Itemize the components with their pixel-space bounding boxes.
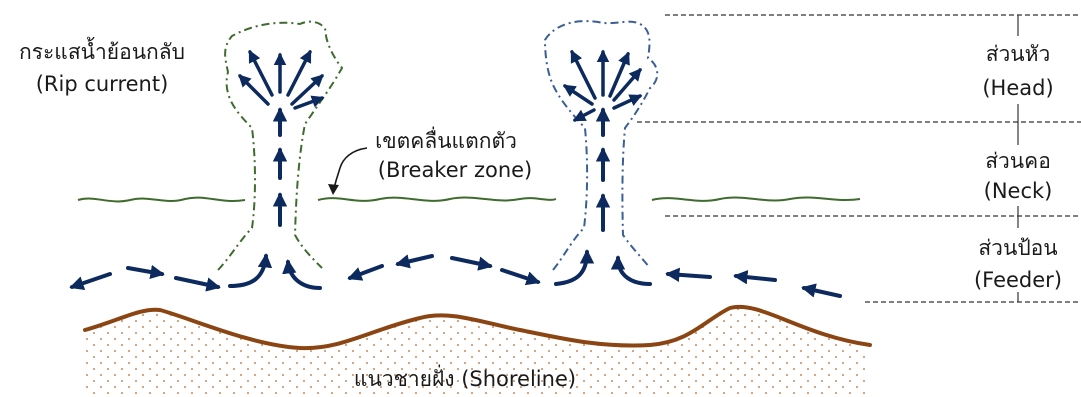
head-arrow [612,94,643,110]
feeder-arrows [69,249,842,298]
head-arrow [238,74,270,106]
shoreline-label: แนวชายฝั่ง (Shoreline) [354,364,576,391]
head-arrow [608,51,630,98]
sand-area [85,306,870,397]
left-rip-head-arrows [238,49,325,110]
feeder-label-en: (Feeder) [974,268,1062,292]
zone-dividers [637,14,1081,303]
feeder-arrow [395,254,434,269]
shoreline-curve [83,304,872,351]
breaker-zone-label-en: (Breaker zone) [378,158,533,182]
head-label-th: ส่วนหัว [986,42,1051,66]
head-arrow [293,95,325,110]
feeder-arrow [500,268,541,286]
feeder-arrow [69,272,112,291]
rip-current-outline-right [543,20,659,271]
feeder-arrow [801,283,842,298]
head-label-en: (Head) [982,76,1053,100]
breaker-wave-line-left [77,196,246,203]
feeder-arrow [665,267,712,283]
feeder-arrow [347,264,384,281]
head-arrow [562,84,594,106]
feeder-arrow [610,255,652,286]
head-arrow [248,49,274,97]
head-arrow [290,74,324,106]
feeder-arrow [554,249,595,286]
rip-current-label-en: (Rip current) [36,72,169,96]
feeder-label-th: ส่วนป้อน [978,236,1057,260]
feeder-arrow [126,264,165,280]
head-arrow [612,68,642,102]
head-arrow [286,49,312,97]
feeder-arrow [450,256,493,271]
feeder-arrow [174,276,221,292]
feeder-arrow [282,259,322,290]
rip-current-label-th: กระแสน้ำย้อนกลับ [19,37,185,64]
breaker-zone-label-th: เขตคลื่นแตกตัว [375,126,517,153]
breaker-wave-line-middle [317,196,557,202]
neck-label-th: ส่วนคอ [985,149,1051,173]
breaker-wave-line-right [651,196,861,202]
rip-current-outline-left [217,20,344,271]
feeder-arrow [228,253,273,288]
neck-label-en: (Neck) [984,179,1053,203]
right-rip-head-arrows [562,49,643,122]
breaker-zone-pointer-head [328,184,339,195]
feeder-arrow [733,270,777,285]
head-arrow [572,108,596,122]
head-arrow [570,49,597,100]
